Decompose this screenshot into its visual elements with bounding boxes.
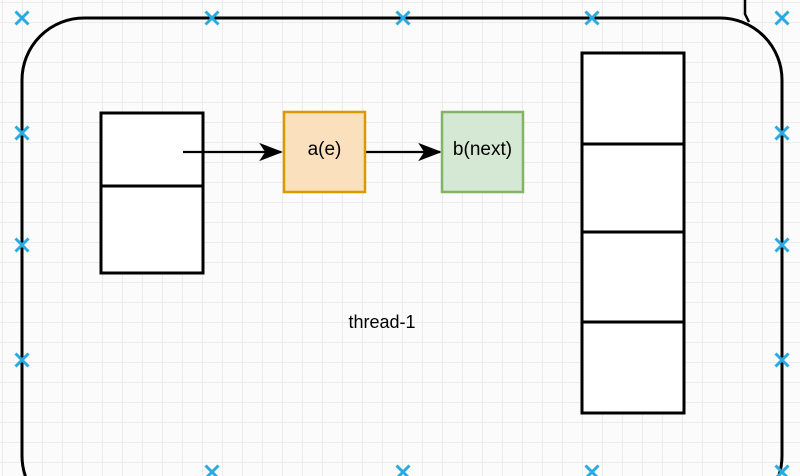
selection-handle-x-icon[interactable] [14, 352, 30, 368]
container-stub-line [743, 0, 751, 23]
selection-handle-x-icon[interactable] [14, 125, 30, 141]
selection-handle-x-icon[interactable] [14, 10, 30, 26]
box-a-label: a(e) [307, 139, 342, 160]
box-a[interactable] [282, 110, 367, 194]
table-left-outline [99, 111, 205, 275]
selection-handle-x-icon[interactable] [774, 464, 790, 476]
selection-handle-x-icon[interactable] [774, 352, 790, 368]
selection-handle-x-icon[interactable] [584, 464, 600, 476]
selection-handle-x-icon[interactable] [774, 237, 790, 253]
selection-handle-x-icon[interactable] [14, 237, 30, 253]
selection-handle-x-icon[interactable] [395, 464, 411, 476]
table-left[interactable] [99, 111, 205, 275]
box-b[interactable] [440, 110, 525, 194]
table-right[interactable] [580, 51, 686, 415]
selection-handle-x-icon[interactable] [395, 10, 411, 26]
selection-handle-x-icon[interactable] [204, 10, 220, 26]
selection-handle-group[interactable] [14, 10, 790, 476]
thread-container-label: thread-1 [348, 312, 416, 332]
selection-handle-x-icon[interactable] [204, 464, 220, 476]
selection-handle-x-icon[interactable] [774, 10, 790, 26]
box-b-label: b(next) [452, 139, 513, 160]
selection-handle-x-icon[interactable] [774, 125, 790, 141]
selection-handle-x-icon[interactable] [584, 10, 600, 26]
